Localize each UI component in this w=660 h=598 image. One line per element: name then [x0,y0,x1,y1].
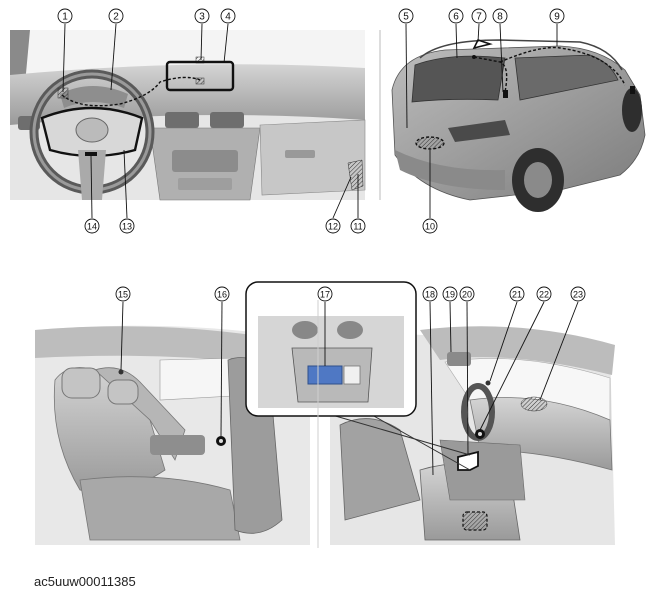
svg-text:6: 6 [453,12,459,23]
image-code-caption: ac5uuw00011385 [34,574,136,589]
leader-lines [62,23,579,476]
callout-23: 23 [570,286,586,302]
svg-text:8: 8 [497,12,503,23]
dashboard-illustration [10,30,366,201]
svg-text:5: 5 [403,12,409,23]
callout-markers: 1 2 3 4 5 6 7 8 9 10 11 12 13 14 15 16 1… [57,8,586,302]
callout-2: 2 [108,8,124,24]
callout-17: 17 [317,286,333,302]
svg-text:1: 1 [62,12,68,23]
svg-text:14: 14 [87,222,97,232]
callout-16: 16 [214,286,230,302]
svg-text:20: 20 [462,290,472,300]
svg-text:10: 10 [425,222,435,232]
svg-text:22: 22 [539,290,549,300]
svg-text:16: 16 [217,290,227,300]
callout-21: 21 [509,286,525,302]
callout-9: 9 [549,8,565,24]
callout-12: 12 [325,218,341,234]
callout-5: 5 [398,8,414,24]
svg-text:21: 21 [512,290,522,300]
callout-13: 13 [119,218,135,234]
callout-4: 4 [220,8,236,24]
callout-19: 19 [442,286,458,302]
callout-7: 7 [471,8,487,24]
svg-text:18: 18 [425,290,435,300]
svg-text:11: 11 [353,222,362,232]
console-storage-inset [245,281,471,471]
rear-exterior-illustration [391,39,646,212]
rear-seats-illustration [35,325,310,545]
svg-text:23: 23 [573,290,583,300]
callout-8: 8 [492,8,508,24]
svg-text:12: 12 [328,222,338,232]
svg-text:7: 7 [476,12,482,23]
svg-text:15: 15 [118,290,128,300]
svg-text:17: 17 [320,290,330,300]
svg-text:13: 13 [122,222,132,232]
callout-1: 1 [57,8,73,24]
svg-text:3: 3 [199,12,205,23]
svg-text:4: 4 [225,12,231,23]
callout-20: 20 [459,286,475,302]
callout-18: 18 [422,286,438,302]
callout-15: 15 [115,286,131,302]
svg-text:9: 9 [554,12,560,23]
callout-6: 6 [448,8,464,24]
callout-3: 3 [194,8,210,24]
svg-text:2: 2 [113,12,119,23]
callout-11: 11 [350,218,366,234]
svg-text:19: 19 [445,290,455,300]
callout-10: 10 [422,218,438,234]
callout-22: 22 [536,286,552,302]
callout-14: 14 [84,218,100,234]
